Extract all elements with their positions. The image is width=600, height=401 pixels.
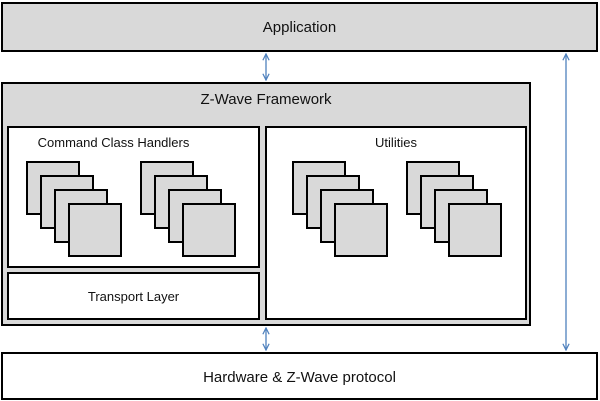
hardware-layer: Hardware & Z-Wave protocol	[1, 352, 598, 400]
handler-module	[182, 203, 236, 257]
utilities-box: Utilities	[265, 126, 527, 320]
utility-module	[448, 203, 502, 257]
framework-label: Z-Wave Framework	[200, 91, 332, 108]
handler-module	[68, 203, 122, 257]
hardware-label: Hardware & Z-Wave protocol	[203, 369, 396, 386]
transport-layer-label: Transport Layer	[87, 289, 180, 304]
utilities-label: Utilities	[375, 135, 417, 150]
transport-layer-box: Transport Layer	[7, 272, 260, 320]
command-class-handlers-label: Command Class Handlers	[37, 135, 190, 150]
command-class-handlers-box: Command Class Handlers	[7, 126, 260, 268]
application-label: Application	[262, 19, 337, 36]
application-layer: Application	[1, 2, 598, 52]
utility-module	[334, 203, 388, 257]
